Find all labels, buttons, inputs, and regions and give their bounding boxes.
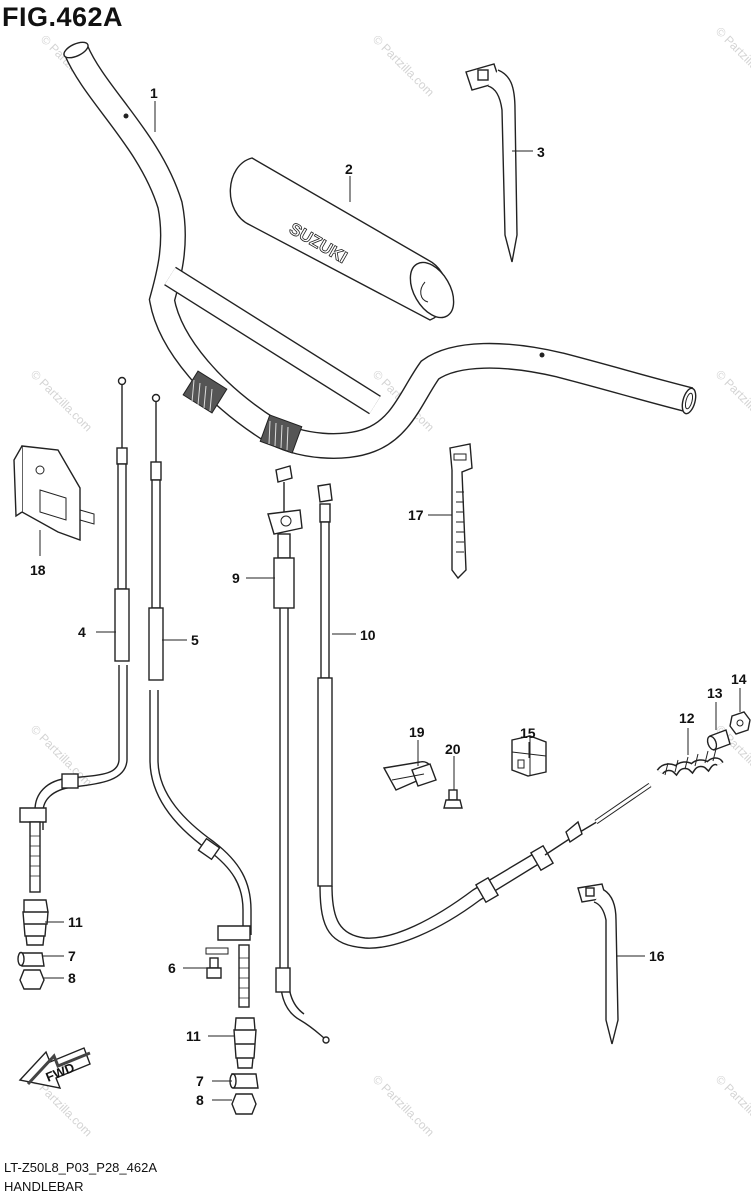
joint-right-drawing[interactable] — [229, 1073, 259, 1089]
callout-11-right[interactable]: 11 — [186, 1028, 201, 1044]
callout-10[interactable]: 10 — [360, 627, 376, 643]
figure-code: LT-Z50L8_P03_P28_462A — [4, 1160, 157, 1175]
figure-title: FIG.462A — [2, 2, 124, 32]
callout-18[interactable]: 18 — [30, 562, 46, 578]
watermark: © Partzilla.com — [713, 1072, 751, 1139]
callout-3[interactable]: 3 — [537, 144, 545, 160]
callout-14[interactable]: 14 — [731, 671, 747, 687]
watermark: © Partzilla.com — [713, 24, 751, 91]
boot-right-drawing[interactable] — [233, 1017, 257, 1069]
knurl-band — [182, 370, 303, 454]
callout-layer: 1 2 3 4 5 6 7 8 7 8 9 10 11 11 12 13 14 … — [30, 85, 747, 1108]
callout-7-left[interactable]: 7 — [68, 948, 76, 964]
callout-20[interactable]: 20 — [445, 741, 461, 757]
callout-8-left[interactable]: 8 — [68, 970, 76, 986]
cable-tie-right-drawing[interactable] — [577, 883, 619, 1045]
watermark: © Partzilla.com — [370, 1072, 437, 1139]
callout-4[interactable]: 4 — [78, 624, 86, 640]
leader-lines — [39, 101, 741, 1101]
guide-bracket-drawing[interactable] — [13, 445, 95, 541]
callout-17[interactable]: 17 — [408, 507, 424, 523]
callout-1[interactable]: 1 — [150, 85, 158, 101]
handlebar-pad-drawing[interactable]: SUZUKI — [229, 157, 462, 325]
band-drawing[interactable] — [449, 443, 473, 580]
callout-2[interactable]: 2 — [345, 161, 353, 177]
cable-4-drawing[interactable] — [19, 376, 130, 893]
screw-20-drawing[interactable] — [443, 789, 463, 809]
joint-13-drawing[interactable] — [706, 729, 731, 751]
nut-left-drawing[interactable] — [19, 969, 45, 990]
callout-12[interactable]: 12 — [679, 710, 695, 726]
callout-13[interactable]: 13 — [707, 685, 723, 701]
callout-6[interactable]: 6 — [168, 960, 176, 976]
callout-11-left[interactable]: 11 — [68, 914, 83, 930]
cable-9-drawing[interactable] — [267, 465, 330, 1044]
handlebar-drawing[interactable] — [62, 39, 698, 459]
spring-drawing[interactable] — [656, 748, 724, 777]
cable-10-drawing[interactable] — [317, 483, 652, 949]
nut-right-drawing[interactable] — [231, 1093, 257, 1115]
callout-16[interactable]: 16 — [649, 948, 665, 964]
watermark: © Partzilla.com — [28, 367, 95, 434]
nut-14-drawing[interactable] — [729, 711, 751, 735]
callout-5[interactable]: 5 — [191, 632, 199, 648]
bolt-drawing[interactable] — [205, 947, 229, 979]
joint-left-drawing[interactable] — [17, 951, 45, 967]
watermark: © Partzilla.com — [713, 367, 751, 434]
figure-name: HANDLEBAR — [4, 1179, 84, 1194]
callout-7-right[interactable]: 7 — [196, 1073, 204, 1089]
boot-left-drawing[interactable] — [22, 899, 49, 946]
cable-5-drawing[interactable] — [148, 393, 252, 1008]
callout-9[interactable]: 9 — [232, 570, 240, 586]
fwd-arrow-icon: FWD — [18, 1047, 91, 1089]
cable-tie-top-drawing[interactable] — [465, 63, 518, 263]
callout-15[interactable]: 15 — [520, 725, 536, 741]
callout-19[interactable]: 19 — [409, 724, 425, 740]
callout-8-right[interactable]: 8 — [196, 1092, 204, 1108]
clamp-19-drawing[interactable] — [382, 761, 437, 791]
watermark: © Partzilla.com — [370, 32, 437, 99]
watermark-layer: © Partzilla.com © Partzilla.com © Partzi… — [28, 24, 751, 1139]
